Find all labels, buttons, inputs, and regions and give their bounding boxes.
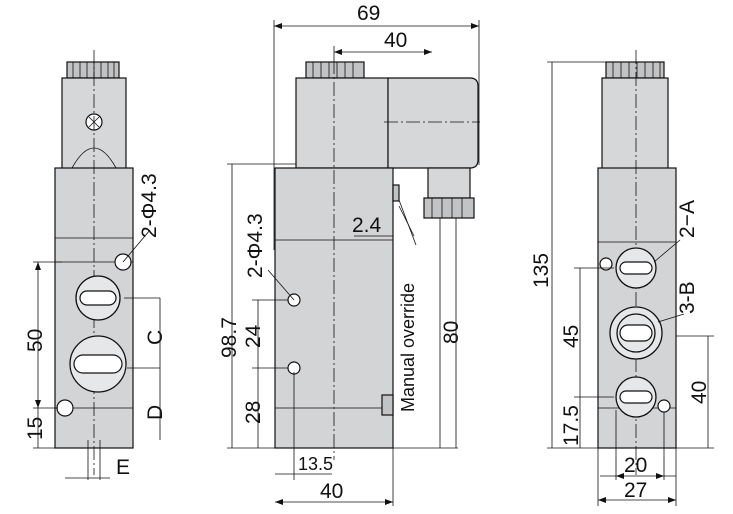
dim-overall-width: 69 [357, 2, 380, 25]
right-view: 135 45 17.5 2−A 3-B 40 20 27 [530, 50, 714, 506]
dim-body-height-80: 80 [440, 321, 463, 344]
middle-connector-gland [423, 197, 475, 219]
dim-port-spacing: 45 [560, 325, 583, 348]
dim-bottom-offset: 13.5 [298, 454, 333, 474]
label-e: E [116, 456, 130, 479]
right-coil [601, 77, 669, 171]
label-c: C [144, 330, 167, 345]
dim-left-15: 15 [24, 417, 47, 440]
dim-hole-spacing: 24 [242, 324, 265, 348]
dim-overall-height: 135 [530, 253, 553, 288]
middle-coil [295, 77, 389, 169]
dim-hole-bottom: 28 [242, 401, 265, 424]
dim-body-height-left: 98.7 [218, 317, 241, 358]
dim-middle-hole: 2-Φ4.3 [244, 213, 267, 278]
left-knurled-nut [66, 61, 120, 79]
left-mount-hole-bottom [56, 399, 74, 417]
dim-right-40: 40 [688, 381, 711, 404]
right-knurled-nut [605, 61, 665, 79]
dim-left-hole: 2-Φ4.3 [138, 173, 161, 238]
right-mount-hole-bottom [657, 399, 671, 413]
dim-port-width-27: 27 [624, 479, 647, 502]
label-d: D [144, 405, 167, 420]
label-port-b: 3-B [676, 281, 699, 314]
middle-connector [387, 77, 479, 169]
dim-override-offset: 2.4 [352, 214, 382, 237]
middle-connector-neck [427, 167, 471, 199]
dim-coil-offset: 40 [384, 29, 407, 52]
label-manual-override: Manual override [398, 283, 418, 412]
middle-knurled-nut [305, 61, 365, 79]
dim-left-50: 50 [24, 329, 47, 352]
dim-port-width-20: 20 [624, 454, 647, 477]
dim-port-bottom: 17.5 [560, 405, 583, 446]
middle-side-plate [381, 394, 394, 416]
left-view: 50 15 C D 2-Φ4.3 E [24, 50, 167, 480]
dim-body-width: 40 [320, 480, 343, 503]
manual-override-button [392, 184, 400, 202]
label-port-a: 2−A [676, 200, 699, 238]
right-mount-hole-top [599, 257, 613, 271]
middle-view: 69 40 [218, 2, 480, 506]
